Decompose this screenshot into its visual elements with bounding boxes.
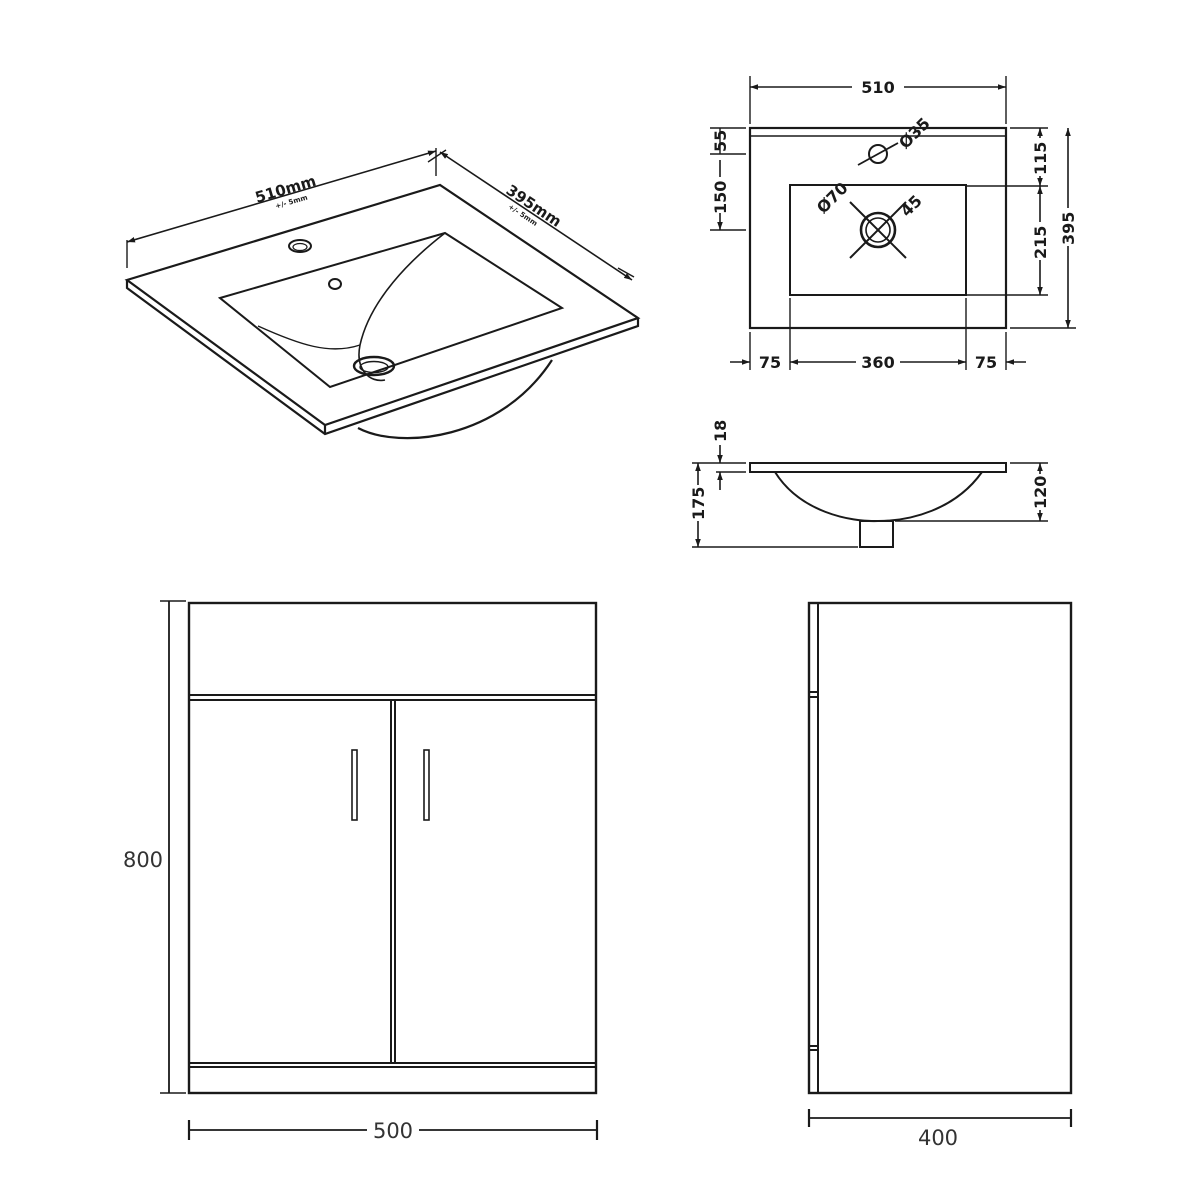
top-view: Ø70 45 Ø35 510 55 150 115 215 395 [709,76,1079,372]
cabinet-front-view: 800 500 [115,600,599,1144]
side-bowl-depth-label: 120 [1031,476,1050,509]
waste-icon [352,355,396,377]
side-total-depth-label: 175 [689,487,708,520]
waste-outer-icon [859,211,897,249]
waste-angle-label: 45 [897,191,926,220]
cabinet-height-label: 800 [123,848,163,872]
margin-left-label: 75 [759,353,781,372]
overflow-hole-icon [328,278,342,290]
bowl-depth-label: 215 [1031,226,1050,259]
bowl-offset-left-label: 150 [711,181,730,214]
isometric-basin-view: 510mm +/- 5mm 395mm +/- 5mm [124,148,641,440]
cabinet-side-view: 400 [807,601,1073,1150]
top-depth-label: 395 [1059,212,1078,245]
margin-right-label: 75 [975,353,997,372]
top-width-label: 510 [861,78,894,97]
tap-offset-label: 55 [711,130,730,152]
tap-hole-icon [868,144,888,164]
tap-diameter-label: Ø35 [895,114,934,153]
side-view: 18 175 120 [687,420,1051,548]
bowl-offset-right-label: 115 [1031,142,1050,175]
bowl-width-label: 360 [861,353,894,372]
left-door-handle [351,749,358,821]
side-top-thickness-label: 18 [711,420,730,442]
cabinet-depth-label: 400 [918,1126,958,1150]
right-door-handle [423,749,430,821]
cabinet-width-label: 500 [373,1119,413,1143]
